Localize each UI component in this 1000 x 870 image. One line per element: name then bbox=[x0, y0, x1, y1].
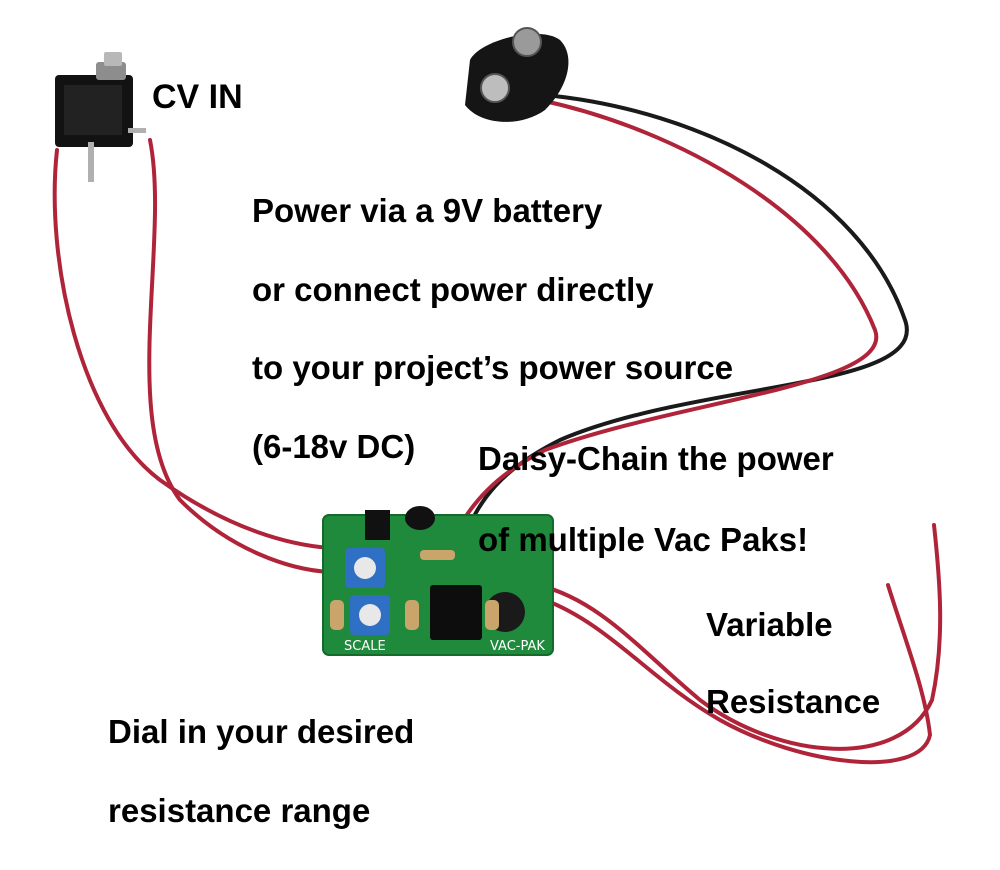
battery-snap bbox=[465, 27, 569, 122]
daisy-chain-caption-line: Daisy-Chain the power bbox=[478, 440, 834, 478]
pcb-board bbox=[322, 506, 554, 656]
power-caption-line: to your project’s power source bbox=[252, 349, 734, 387]
vac-pak-silkscreen: VAC-PAK bbox=[490, 639, 545, 654]
power-caption-line: (6-18v DC) bbox=[252, 427, 416, 465]
power-caption: Power via a 9V battery or connect power … bbox=[252, 152, 733, 505]
variable-resistance-caption: Variable Resistance bbox=[706, 567, 880, 760]
daisy-chain-caption-line: of multiple Vac Paks! bbox=[478, 520, 809, 558]
power-caption-line: Power via a 9V battery bbox=[252, 192, 603, 230]
power-caption-line: or connect power directly bbox=[252, 270, 654, 308]
scale-silkscreen: SCALE bbox=[344, 639, 386, 654]
cv-jack-wires bbox=[52, 138, 332, 574]
variable-resistance-caption-line: Resistance bbox=[706, 682, 881, 720]
dial-range-caption-line: Dial in your desired bbox=[108, 712, 415, 750]
variable-resistance-caption-line: Variable bbox=[706, 605, 833, 643]
daisy-chain-caption: Daisy-Chain the power of multiple Vac Pa… bbox=[478, 399, 834, 600]
variable-resistance-wires bbox=[536, 523, 943, 765]
photo-scene: SCALE VAC-PAK bbox=[52, 27, 943, 765]
dial-range-caption: Dial in your desired resistance range bbox=[108, 672, 414, 870]
cv-in-label: CV IN bbox=[152, 78, 243, 116]
battery-wires bbox=[453, 93, 909, 537]
dial-range-caption-line: resistance range bbox=[108, 791, 371, 829]
audio-jack bbox=[55, 52, 146, 182]
